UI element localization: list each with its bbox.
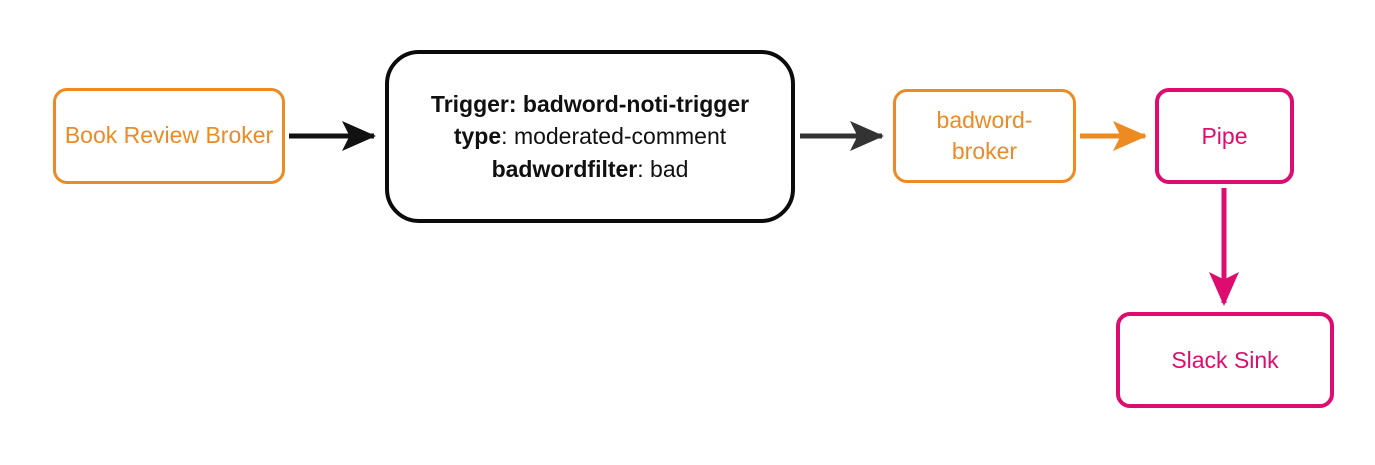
trigger-badwordfilter-key: badwordfilter xyxy=(491,155,638,182)
trigger-type-key: type xyxy=(453,123,502,150)
trigger-type-sep: : xyxy=(501,123,514,150)
node-label-line-2: broker xyxy=(951,138,1018,164)
node-slack-sink-label: Slack Sink xyxy=(1171,346,1279,373)
trigger-badwordfilter-sep: : xyxy=(637,155,651,182)
node-badword-broker-label: badword- broker xyxy=(896,105,1073,167)
node-book-review-broker[interactable]: Book Review Broker xyxy=(53,88,285,184)
node-pipe-label: Pipe xyxy=(1201,122,1248,149)
trigger-line-name: Trigger: badword-noti-trigger xyxy=(430,90,750,117)
node-slack-sink[interactable]: Slack Sink xyxy=(1116,312,1334,408)
node-label-line-1: Book Review xyxy=(64,122,200,149)
trigger-type-value: moderated-comment xyxy=(513,123,727,150)
node-label-line-1: badword- xyxy=(936,106,1033,133)
node-badword-noti-trigger[interactable]: Trigger: badword-noti-trigger type: mode… xyxy=(385,50,795,223)
node-book-review-broker-label: Book Review Broker xyxy=(56,120,282,151)
node-badword-noti-trigger-label: Trigger: badword-noti-trigger type: mode… xyxy=(389,88,791,186)
trigger-badwordfilter-value: bad xyxy=(650,155,689,182)
node-badword-broker[interactable]: badword- broker xyxy=(893,89,1076,183)
node-pipe[interactable]: Pipe xyxy=(1155,88,1294,184)
node-label-line-2: Broker xyxy=(205,122,274,149)
trigger-line-type: type: moderated-comment xyxy=(395,120,785,153)
trigger-line-badwordfilter: badwordfilter: bad xyxy=(395,153,785,186)
